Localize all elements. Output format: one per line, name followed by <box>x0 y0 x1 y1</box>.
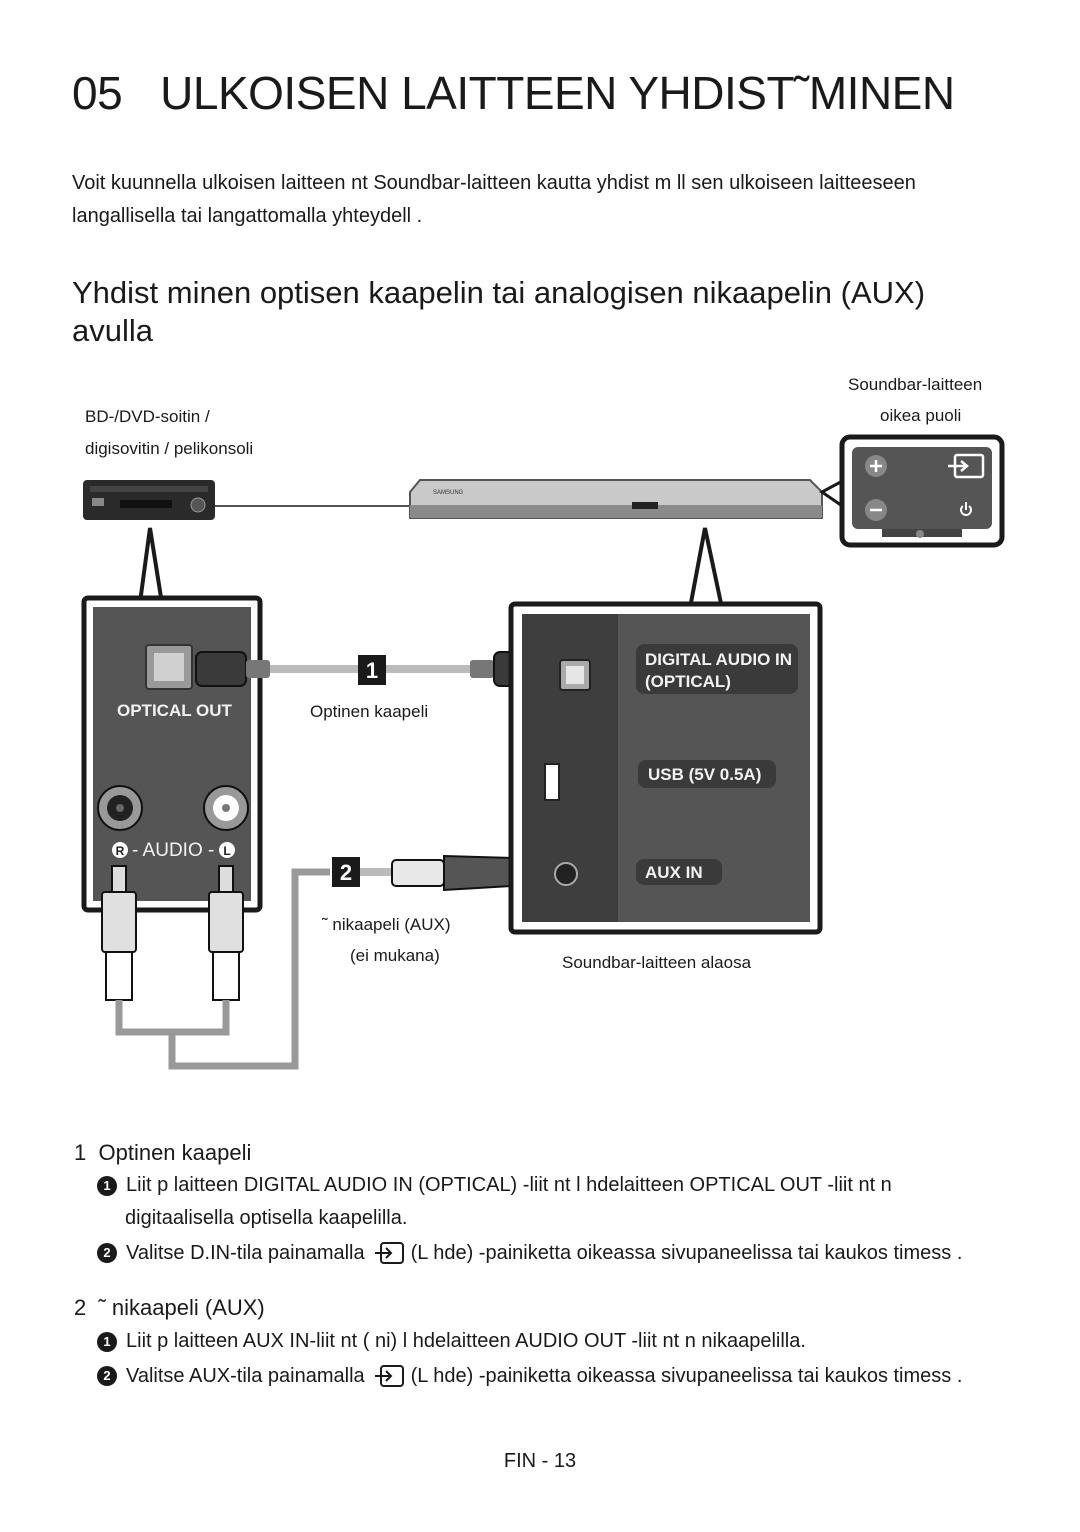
step-marker: 2 <box>97 1243 117 1263</box>
step-marker: 1 <box>97 1175 117 1196</box>
port-label-digital-audio-1: DIGITAL AUDIO IN <box>645 650 792 669</box>
plus-button-icon <box>865 455 887 477</box>
aux-cable-label-2: (ei mukana) <box>350 946 440 965</box>
rca-plug-right-icon <box>208 865 244 1001</box>
source-button-icon <box>948 453 985 479</box>
intro-line-2: langallisella tai langattomalla yhteydel… <box>72 205 423 227</box>
chapter-title: ULKOISEN LAITTEEN YHDIST˜MINEN <box>160 67 955 119</box>
optical-plug-icon <box>195 651 270 687</box>
aux-jack-icon <box>554 862 578 886</box>
section-2-step-1: 1 Liit p laitteen AUX IN-liit nt ( ni) l… <box>97 1330 806 1353</box>
section-heading-line-2: avulla <box>72 313 153 348</box>
page-title: 05 ULKOISEN LAITTEEN YHDIST˜MINEN <box>72 66 955 120</box>
section-1-title: 1 Optinen kaapeli <box>74 1140 252 1165</box>
port-label-aux: AUX IN <box>645 863 703 882</box>
section-heading: Yhdist minen optisen kaapelin tai analog… <box>72 274 1022 350</box>
chapter-number: 05 <box>72 67 123 119</box>
intro-line-1: Voit kuunnella ulkoisen laitteen nt Soun… <box>72 172 916 194</box>
source-back-panel: OPTICAL OUT R - AUDIO - L <box>81 595 270 913</box>
soundbar-bottom-panel: DIGITAL AUDIO IN (OPTICAL) USB (5V 0.5A)… <box>508 601 823 935</box>
section-1-step-1: 1 Liit p laitteen DIGITAL AUDIO IN (OPTI… <box>97 1174 892 1197</box>
brand-mark: SAMSUNG <box>433 490 464 496</box>
source-icon <box>374 1242 404 1264</box>
step-1-badge: 1 <box>358 655 386 685</box>
audio-l-marker: L <box>223 844 230 858</box>
soundbar-side-label-1: Soundbar-laitteen <box>848 375 983 394</box>
minus-button-icon <box>865 499 887 521</box>
intro-paragraph: Voit kuunnella ulkoisen laitteen nt Soun… <box>72 167 1012 233</box>
power-button-icon <box>960 502 972 516</box>
rca-jack-white-icon <box>203 785 249 831</box>
dvd-player-icon <box>83 480 215 520</box>
step-marker: 2 <box>97 1366 117 1386</box>
optical-cable-label: Optinen kaapeli <box>310 702 429 721</box>
svg-text:2: 2 <box>340 860 352 885</box>
svg-text:1: 1 <box>366 658 378 683</box>
side-panel-callout <box>839 434 1005 548</box>
source-icon <box>374 1365 404 1387</box>
step-2-badge: 2 <box>332 857 360 887</box>
soundbar-icon: SAMSUNG <box>409 479 823 519</box>
section-2-step-2: 2 Valitse AUX-tila painamalla (L hde) -p… <box>97 1363 962 1389</box>
section-2-title: 2 ˜ nikaapeli (AUX) <box>74 1295 265 1320</box>
section-1-step-2: 2 Valitse D.IN-tila painamalla (L hde) -… <box>97 1240 962 1266</box>
section-heading-line-1: Yhdist minen optisen kaapelin tai analog… <box>72 275 926 310</box>
optical-out-label: OPTICAL OUT <box>117 701 233 720</box>
section-1-step-1-cont: digitaalisella optisella kaapelilla. <box>125 1207 408 1229</box>
soundbar-bottom-label: Soundbar-laitteen alaosa <box>562 953 752 972</box>
audio-r-marker: R <box>116 844 125 858</box>
aux-cable-label-1: ˜ nikaapeli (AUX) <box>322 915 451 934</box>
source-device-label-2: digisovitin / pelikonsoli <box>85 439 254 458</box>
rca-jack-red-icon <box>97 785 143 831</box>
port-label-digital-audio-2: (OPTICAL) <box>645 672 731 691</box>
port-label-usb: USB (5V 0.5A) <box>648 765 761 784</box>
source-device-label-1: BD-/DVD-soitin / <box>85 407 210 426</box>
connection-diagram: SAMSUNG <box>81 434 1005 1070</box>
step-marker: 1 <box>97 1331 117 1352</box>
page-number: FIN - 13 <box>503 1450 577 1472</box>
rca-plug-left-icon <box>101 865 137 1001</box>
audio-label: - AUDIO - <box>132 840 214 861</box>
soundbar-side-label-2: oikea puoli <box>880 406 962 425</box>
